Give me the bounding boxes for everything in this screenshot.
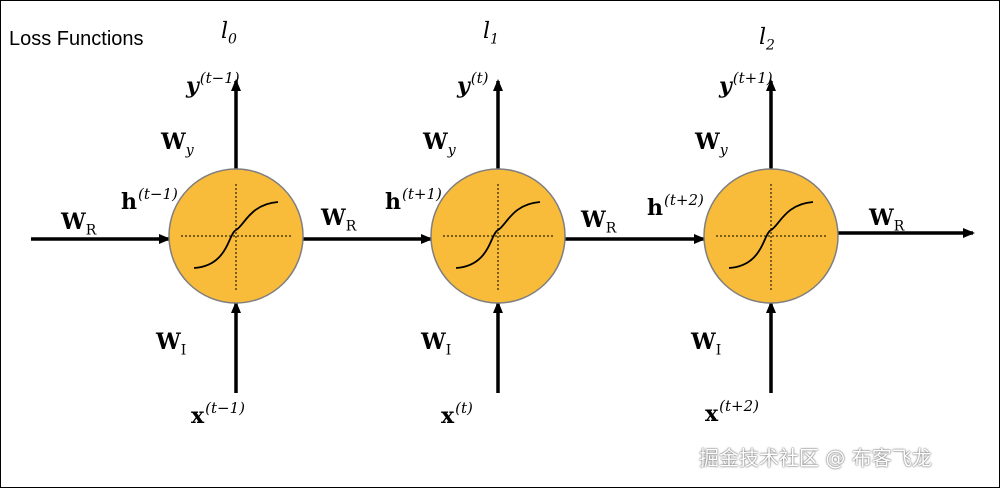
- output-weight-label-1: Wy: [423, 129, 456, 159]
- output-label-0: y(t−1): [186, 69, 240, 99]
- activation-curve-0: [193, 201, 279, 269]
- recurrent-weight-label-2: WR: [581, 207, 617, 237]
- input-label-1: x(t): [441, 399, 473, 429]
- hidden-label-1: h(t+1): [385, 185, 442, 215]
- input-label-0: x(t−1): [191, 399, 245, 429]
- output-label-1: y(t): [457, 69, 489, 99]
- activation-curve-2: [728, 201, 814, 269]
- recurrent-weight-label-3: WR: [869, 205, 905, 235]
- recurrent-weight-label-0: WR: [61, 209, 97, 239]
- watermark: 掘金技术社区 @ 布客飞龙: [699, 446, 932, 470]
- activation-curve-1: [455, 201, 541, 269]
- hidden-label-0: h(t−1): [121, 185, 178, 215]
- loss-label-0: l0: [221, 19, 237, 48]
- diagram-title: Loss Functions: [9, 28, 144, 50]
- input-weight-label-2: WI: [691, 329, 722, 359]
- output-weight-label-2: Wy: [695, 129, 728, 159]
- output-weight-label-0: Wy: [161, 129, 194, 159]
- recurrent-weight-label-1: WR: [321, 205, 357, 235]
- loss-label-2: l2: [759, 25, 775, 54]
- input-label-2: x(t+2): [705, 397, 759, 427]
- input-weight-label-0: WI: [156, 329, 187, 359]
- output-label-2: y(t+1): [719, 69, 773, 99]
- loss-label-1: l1: [483, 19, 499, 48]
- input-weight-label-1: WI: [421, 329, 452, 359]
- hidden-label-2: h(t+2): [647, 191, 704, 221]
